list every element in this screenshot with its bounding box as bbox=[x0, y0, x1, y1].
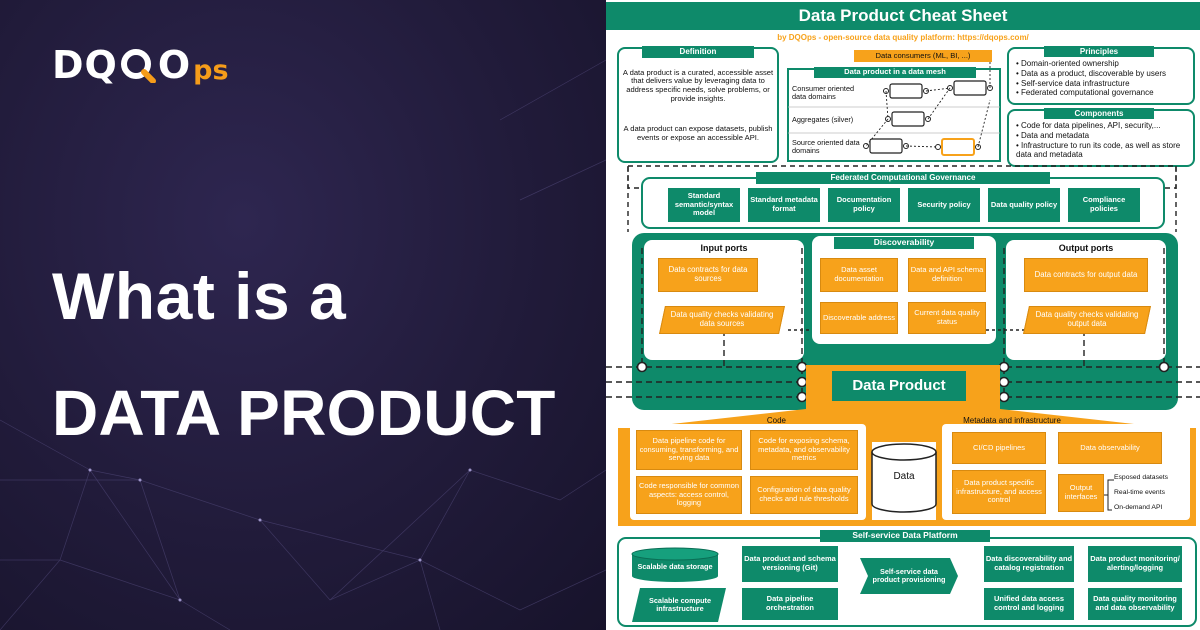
discoverability-header: Discoverability bbox=[834, 237, 974, 249]
sheet-title: Data Product Cheat Sheet bbox=[798, 6, 1008, 26]
logo-text-ps: ps bbox=[193, 55, 229, 86]
hero-title-line1: What is a bbox=[52, 259, 347, 333]
magnifier-icon bbox=[120, 47, 156, 84]
governance-data-quality-policy: Data quality policy bbox=[988, 188, 1060, 222]
polygon-background bbox=[0, 59, 606, 630]
mesh-row-consumer: Consumer oriented data domains bbox=[792, 83, 855, 101]
product-infrastructure: Data product specific infrastructure, an… bbox=[952, 470, 1046, 514]
metadata-header: Metadata and infrastructure bbox=[963, 416, 1061, 426]
platform-provisioning: Self-service data product provisioning bbox=[872, 566, 946, 584]
mesh-row-source: Source oriented data domains bbox=[792, 137, 860, 155]
discover-address: Discoverable address bbox=[820, 302, 898, 334]
platform-access-control: Unified data access control and logging bbox=[984, 588, 1074, 620]
input-quality-checks: Data quality checks validating data sour… bbox=[659, 306, 785, 334]
governance-semantic-model: Standard semantic/syntax model bbox=[668, 188, 740, 222]
input-ports-header: Input ports bbox=[700, 242, 748, 253]
platform-quality-monitoring: Data quality monitoring and data observa… bbox=[1088, 588, 1182, 620]
hero-panel: DQ O ps What is a DATA PRODUCT bbox=[0, 0, 606, 630]
data-product-label: Data Product bbox=[852, 377, 946, 395]
principles-list: Domain-oriented ownership Data as a prod… bbox=[1016, 59, 1192, 98]
platform-versioning: Data product and schema versioning (Git) bbox=[742, 546, 838, 582]
definition-text-2: A data product can expose datasets, publ… bbox=[623, 124, 773, 142]
output-realtime-events: Real-time events bbox=[1114, 489, 1165, 497]
principle-item: Domain-oriented ownership bbox=[1016, 59, 1192, 69]
input-quality-checks-text: Data quality checks validating data sour… bbox=[670, 310, 774, 328]
logo-text-o: O bbox=[157, 43, 192, 87]
component-item: Code for data pipelines, API, security,.… bbox=[1016, 121, 1192, 131]
data-storage-label: Data bbox=[893, 471, 915, 483]
discover-asset-documentation: Data asset documentation bbox=[820, 258, 898, 292]
governance-documentation-policy: Documentation policy bbox=[828, 188, 900, 222]
hero-title-line2: DATA PRODUCT bbox=[52, 377, 556, 449]
output-exposed-datasets: Esposed datasets bbox=[1114, 474, 1169, 482]
principle-item: Self-service data infrastructure bbox=[1016, 79, 1192, 89]
discover-quality-status: Current data quality status bbox=[908, 302, 986, 334]
governance-header: Federated Computational Governance bbox=[756, 172, 1050, 184]
governance-compliance-policies: Compliance policies bbox=[1068, 188, 1140, 222]
platform-orchestration: Data pipeline orchestration bbox=[742, 588, 838, 620]
platform-catalog: Data discoverability and catalog registr… bbox=[984, 546, 1074, 582]
code-header: Code bbox=[766, 416, 786, 426]
platform-compute: Scalable compute infrastructure bbox=[648, 595, 712, 613]
output-data-contracts: Data contracts for output data bbox=[1024, 258, 1148, 292]
principles-header: Principles bbox=[1044, 46, 1154, 57]
code-quality-config: Configuration of data quality checks and… bbox=[750, 476, 858, 514]
definition-text-1: A data product is a curated, accessible … bbox=[622, 67, 774, 103]
component-item: Infrastructure to run its code, as well … bbox=[1016, 141, 1192, 161]
cheat-sheet: Data Product Cheat Sheet by DQOps - open… bbox=[606, 0, 1200, 630]
component-item: Data and metadata bbox=[1016, 131, 1192, 141]
discover-schema-definition: Data and API schema definition bbox=[908, 258, 986, 292]
output-interfaces: Output interfaces bbox=[1058, 474, 1104, 512]
mesh-header: Data product in a data mesh bbox=[814, 67, 976, 78]
code-pipeline: Data pipeline code for consuming, transf… bbox=[636, 430, 742, 470]
data-consumers-label: Data consumers (ML, BI, ...) bbox=[854, 50, 992, 62]
code-common-aspects: Code responsible for common aspects: acc… bbox=[636, 476, 742, 514]
platform-storage: Scalable data storage bbox=[637, 561, 713, 571]
definition-header: Definition bbox=[642, 46, 754, 58]
governance-security-policy: Security policy bbox=[908, 188, 980, 222]
code-exposing-schema: Code for exposing schema, metadata, and … bbox=[750, 430, 858, 470]
data-observability: Data observability bbox=[1058, 432, 1162, 464]
governance-metadata-format: Standard metadata format bbox=[748, 188, 820, 222]
principle-item: Data as a product, discoverable by users bbox=[1016, 69, 1192, 79]
principle-item: Federated computational governance bbox=[1016, 88, 1192, 98]
cicd-pipelines: CI/CD pipelines bbox=[952, 432, 1046, 464]
components-header: Components bbox=[1044, 108, 1154, 119]
platform-monitoring: Data product monitoring/ alerting/loggin… bbox=[1088, 546, 1182, 582]
input-data-contracts: Data contracts for data sources bbox=[658, 258, 758, 292]
mesh-row-aggregates: Aggregates (silver) bbox=[792, 114, 854, 124]
platform-header: Self-service Data Platform bbox=[820, 530, 990, 542]
output-ports-header: Output ports bbox=[1058, 242, 1114, 253]
output-quality-checks-text: Data quality checks validating output da… bbox=[1035, 310, 1139, 328]
sheet-subtitle[interactable]: by DQOps - open-source data quality plat… bbox=[777, 33, 1029, 43]
dqops-logo[interactable]: DQ O ps bbox=[52, 40, 229, 84]
components-list: Code for data pipelines, API, security,.… bbox=[1016, 121, 1192, 160]
output-on-demand-api: On-demand API bbox=[1114, 504, 1163, 512]
output-quality-checks: Data quality checks validating output da… bbox=[1023, 306, 1151, 334]
logo-text-dq: DQ bbox=[52, 43, 118, 87]
